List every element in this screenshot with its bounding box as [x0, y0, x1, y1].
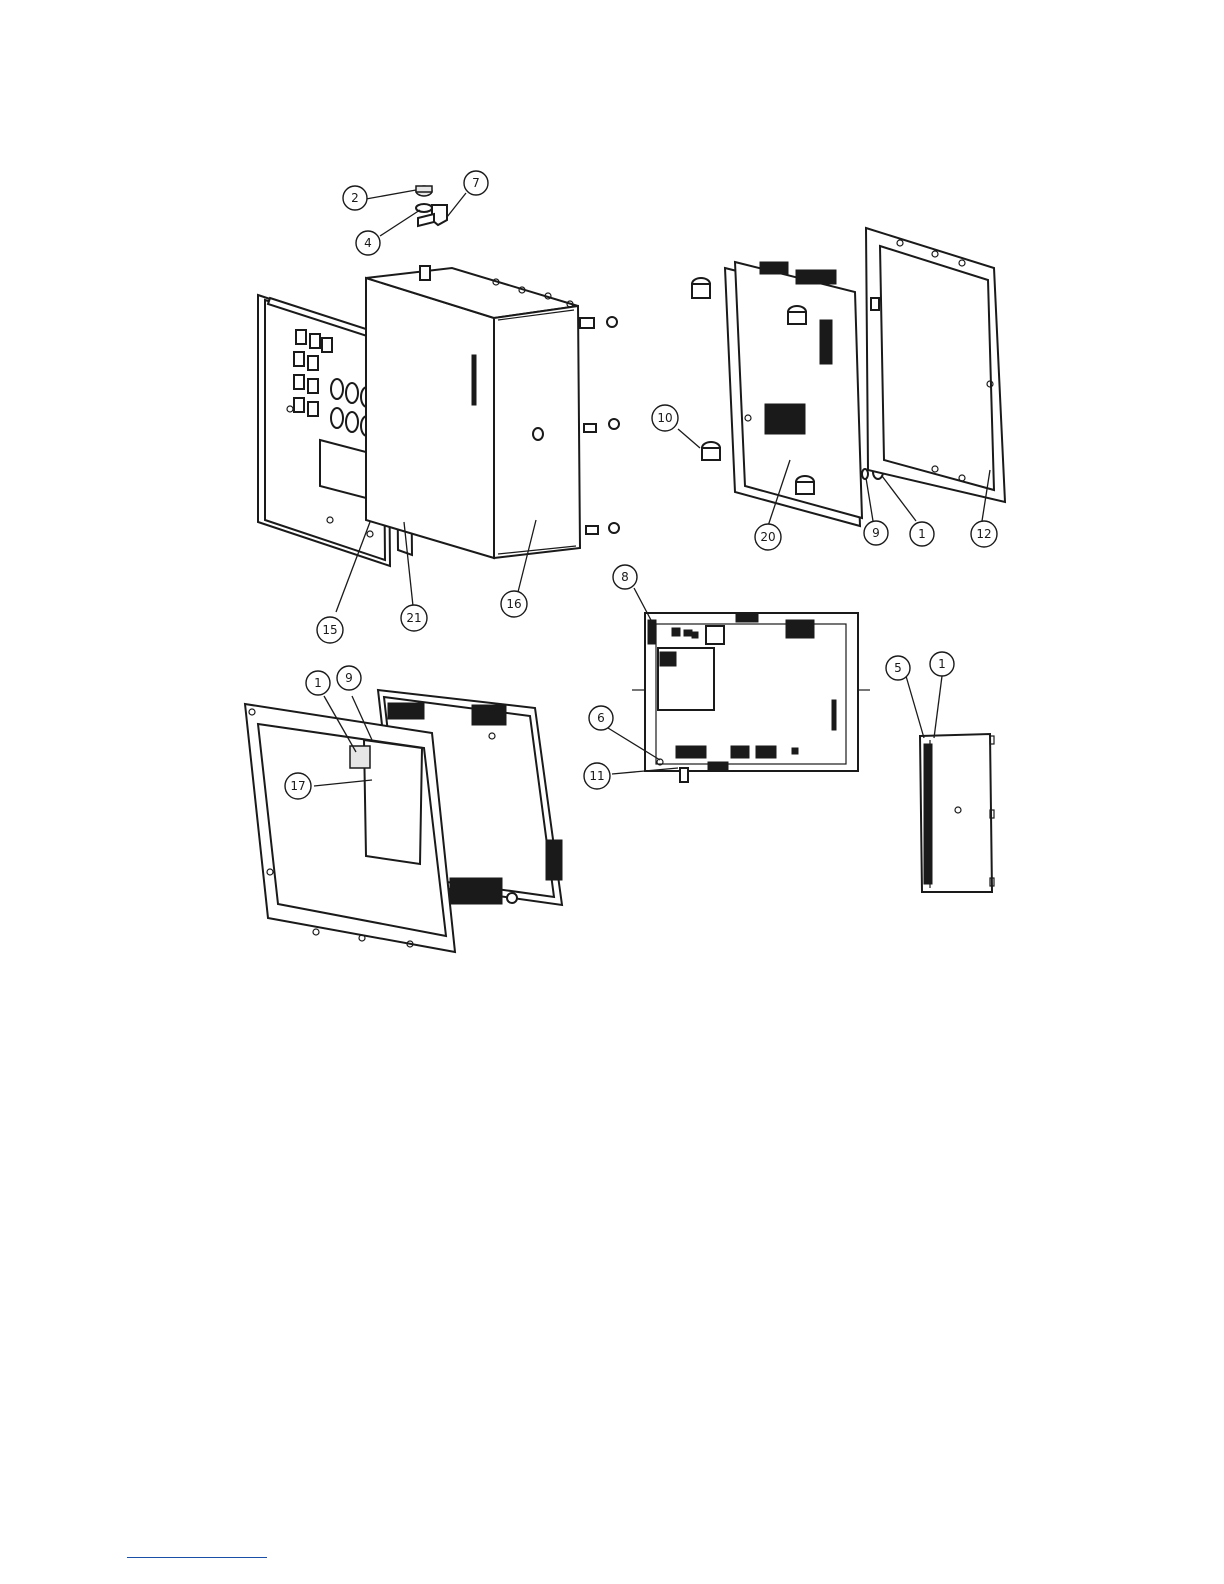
callout-1-side: 1 [930, 652, 954, 676]
callout-16: 16 [501, 591, 527, 617]
top-hardware [416, 186, 447, 226]
callout-11: 11 [584, 763, 610, 789]
rear-gasket-frame [866, 228, 1005, 502]
callout-12: 12 [971, 521, 997, 547]
callout-4: 4 [356, 231, 380, 255]
svg-text:12: 12 [976, 527, 991, 541]
callout-10: 10 [652, 405, 678, 431]
svg-text:6: 6 [597, 711, 605, 725]
svg-text:9: 9 [872, 526, 880, 540]
svg-text:16: 16 [506, 597, 521, 611]
svg-text:20: 20 [760, 530, 775, 544]
rear-panel-with-board [245, 690, 562, 952]
svg-text:1: 1 [314, 676, 322, 690]
svg-text:8: 8 [621, 570, 629, 584]
svg-text:11: 11 [589, 769, 604, 783]
svg-text:21: 21 [406, 611, 421, 625]
svg-text:17: 17 [290, 779, 305, 793]
callout-9-bottom: 9 [337, 666, 361, 690]
svg-text:4: 4 [364, 236, 372, 250]
svg-text:1: 1 [938, 657, 946, 671]
callout-21: 21 [401, 605, 427, 631]
svg-text:10: 10 [657, 411, 672, 425]
callout-17: 17 [285, 773, 311, 799]
callout-5: 5 [886, 656, 910, 680]
side-view-assembly [920, 734, 994, 892]
callout-2: 2 [343, 186, 367, 210]
callout-1-bottom: 1 [306, 671, 330, 695]
callout-7: 7 [464, 171, 488, 195]
mounting-plate-board [632, 613, 870, 782]
enclosure-housing [366, 266, 580, 558]
footnote-separator [127, 1557, 267, 1558]
callout-20: 20 [755, 524, 781, 550]
svg-text:7: 7 [472, 176, 480, 190]
svg-text:1: 1 [918, 527, 926, 541]
callout-8: 8 [613, 565, 637, 589]
callout-1-top: 1 [910, 522, 934, 546]
enclosure-screws [580, 317, 619, 534]
circuit-board-assembly [692, 262, 883, 526]
svg-text:2: 2 [351, 191, 359, 205]
callout-9-top: 9 [864, 521, 888, 545]
svg-text:5: 5 [894, 661, 902, 675]
svg-text:9: 9 [345, 671, 353, 685]
svg-text:15: 15 [322, 623, 337, 637]
callout-6: 6 [589, 706, 613, 730]
callout-15: 15 [317, 617, 343, 643]
